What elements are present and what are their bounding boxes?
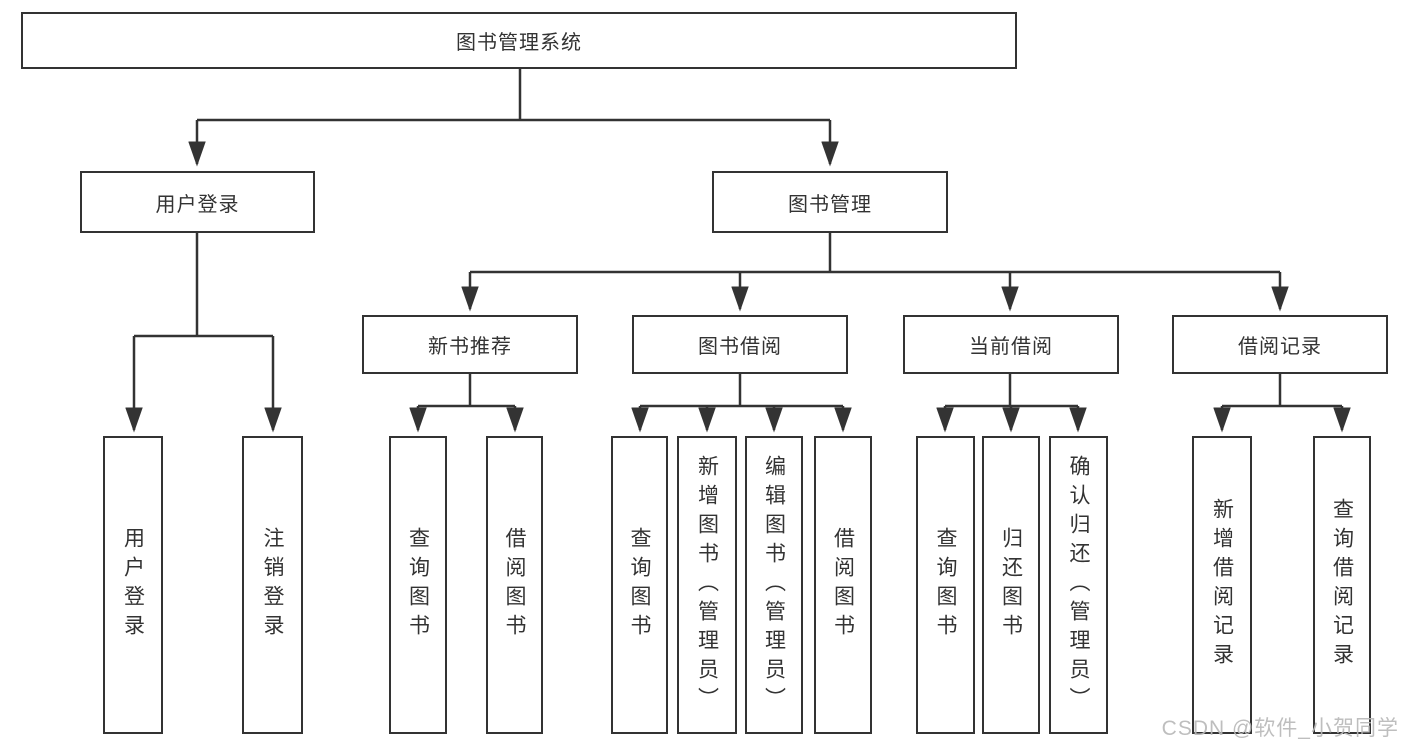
node-query-books-borrow: 查询图书 xyxy=(611,436,668,734)
node-query-books-current: 查询图书 xyxy=(916,436,975,734)
node-label: 借阅图书 xyxy=(831,527,855,643)
node-current-borrow: 当前借阅 xyxy=(903,315,1119,374)
node-return-book: 归还图书 xyxy=(982,436,1040,734)
node-label: 新书推荐 xyxy=(428,336,512,358)
node-label: 用户登录 xyxy=(155,193,240,216)
node-borrow-books-recommend: 借阅图书 xyxy=(486,436,543,734)
node-label: 确认归还（管理员） xyxy=(1067,454,1090,716)
connector-mgmt-to-sections xyxy=(461,233,1289,312)
node-borrow-records: 借阅记录 xyxy=(1172,315,1388,374)
node-library-system: 图书管理系统 xyxy=(21,12,1017,69)
node-new-book-recommend: 新书推荐 xyxy=(362,315,578,374)
csdn-watermark: CSDN @软件_小贺同学 xyxy=(1161,717,1399,740)
node-label: 图书管理 xyxy=(788,193,872,216)
node-label: 借阅记录 xyxy=(1238,336,1322,358)
node-label: 查询图书 xyxy=(406,527,430,643)
node-add-borrow-record: 新增借阅记录 xyxy=(1192,436,1252,734)
node-borrow-book: 借阅图书 xyxy=(814,436,872,734)
node-label: 查询借阅记录 xyxy=(1330,498,1354,672)
connector-root-to-level2 xyxy=(188,69,839,167)
node-label: 归还图书 xyxy=(999,527,1023,643)
node-label: 借阅图书 xyxy=(503,527,526,643)
node-label: 注销登录 xyxy=(261,527,284,643)
node-user-login-group: 用户登录 xyxy=(80,171,315,233)
node-user-login: 用户登录 xyxy=(103,436,163,734)
node-label: 图书管理系统 xyxy=(456,32,582,54)
node-label: 编辑图书（管理员） xyxy=(762,454,786,716)
node-label: 查询图书 xyxy=(628,527,651,643)
node-label: 新增借阅记录 xyxy=(1210,498,1234,672)
node-label: 新增图书（管理员） xyxy=(695,454,719,716)
node-logout-login: 注销登录 xyxy=(242,436,303,734)
connector-current-to-leaves xyxy=(936,374,1087,433)
node-label: 查询图书 xyxy=(934,527,957,643)
node-edit-book-admin: 编辑图书（管理员） xyxy=(745,436,803,734)
node-label: 当前借阅 xyxy=(969,336,1053,358)
connector-login-to-leaves xyxy=(125,233,282,433)
connector-records-to-leaves xyxy=(1213,374,1351,433)
connector-borrow-to-leaves xyxy=(631,374,852,433)
node-label: 图书借阅 xyxy=(698,336,782,358)
node-query-borrow-record: 查询借阅记录 xyxy=(1313,436,1371,734)
node-query-books-recommend: 查询图书 xyxy=(389,436,447,734)
node-book-management: 图书管理 xyxy=(712,171,948,233)
node-add-book-admin: 新增图书（管理员） xyxy=(677,436,737,734)
connector-newbook-to-leaves xyxy=(409,374,524,433)
node-book-borrow: 图书借阅 xyxy=(632,315,848,374)
node-label: 用户登录 xyxy=(121,527,145,643)
node-confirm-return-admin: 确认归还（管理员） xyxy=(1049,436,1108,734)
